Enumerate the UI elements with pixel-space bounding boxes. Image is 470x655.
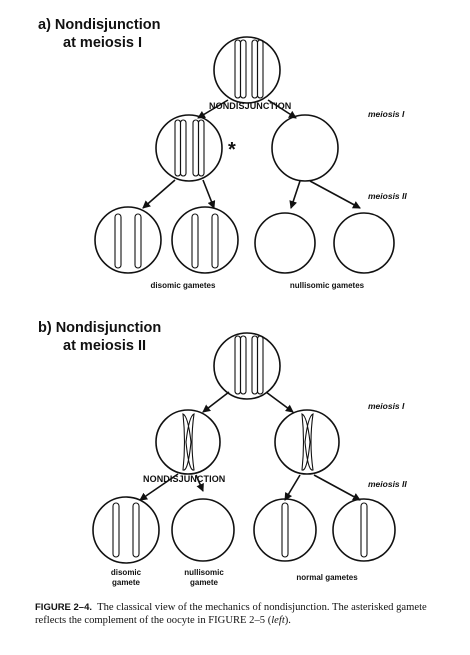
panel-b-diagram [92, 332, 396, 564]
panel-a-daughter-cell-left [155, 114, 223, 182]
caption-text-italic: left [271, 615, 285, 626]
panel-b-gamete-nullisomic [171, 498, 235, 562]
panel-a-gamete-nullisomic-2 [333, 212, 395, 274]
panel-b-nondisjunction-label: NONDISJUNCTION [143, 474, 226, 484]
panel-a-diagram [94, 36, 395, 274]
figure-label: FIGURE 2–4. [35, 602, 93, 613]
panel-b-gamete-normal-1 [253, 498, 317, 562]
caption-text-part2: ). [284, 615, 291, 626]
panel-a-meiosis1-label: meiosis I [368, 109, 405, 119]
panel-a-nullisomic-label: nullisomic gametes [289, 281, 365, 290]
panel-b-disomic-label: disomic gamete [96, 568, 156, 588]
panel-b-title-line2: at meiosis II [63, 338, 147, 354]
panel-b-gamete-normal-2 [332, 498, 396, 562]
panel-b-gamete-disomic [92, 496, 160, 564]
panel-a-title-line2: at meiosis I [63, 35, 142, 51]
panel-a-disomic-label: disomic gametes [150, 281, 216, 290]
panel-a-asterisk: * [228, 139, 236, 161]
caption-text-part1: The classical view of the mechanics of n… [35, 602, 427, 626]
figure-caption: FIGURE 2–4. The classical view of the me… [35, 601, 455, 627]
panel-b-nullisomic-label: nullisomic gamete [172, 568, 236, 588]
panel-a-daughter-cell-right [271, 114, 339, 182]
panel-b-daughter-cell-left [155, 409, 221, 475]
panel-b-disomic-label-line2: gamete [111, 578, 140, 587]
panel-b-title-line1: b) Nondisjunction [38, 320, 162, 336]
panel-b-daughter-cell-right [274, 409, 340, 475]
panel-a-title-line1: a) Nondisjunction [38, 17, 161, 33]
panel-b-nullisomic-label-line2: gamete [189, 578, 218, 587]
panel-a-oocyte-cell [213, 36, 281, 104]
panel-b-meiosis1-label: meiosis I [368, 401, 405, 411]
panel-b-nullisomic-label-line1: nullisomic [184, 568, 224, 577]
panel-a-gamete-nullisomic-1 [254, 212, 316, 274]
panel-b-disomic-label-line1: disomic [110, 568, 142, 577]
panel-b-oocyte-cell [213, 332, 281, 400]
panel-a-gamete-disomic-2 [171, 206, 239, 274]
panel-b-meiosis2-label: meiosis II [368, 479, 407, 489]
panel-a-nondisjunction-label: NONDISJUNCTION [209, 101, 292, 111]
panel-b-normal-label: normal gametes [296, 573, 358, 582]
panel-a-gamete-disomic-1 [94, 206, 162, 274]
panel-a-meiosis2-label: meiosis II [368, 191, 407, 201]
